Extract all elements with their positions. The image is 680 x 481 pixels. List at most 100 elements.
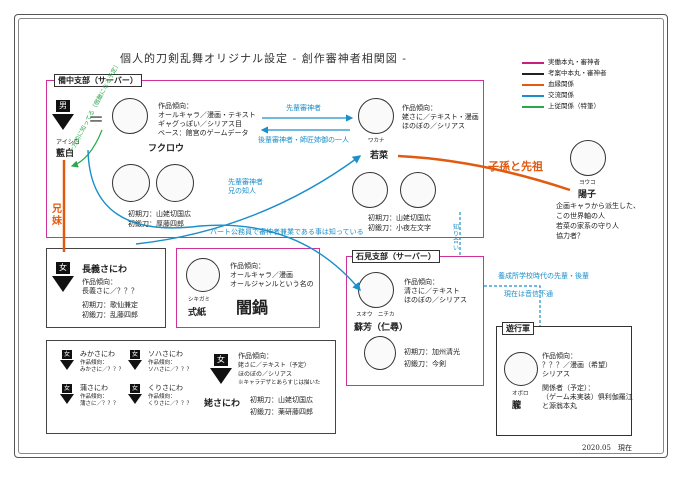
aishiro-partner-avatar (156, 164, 194, 202)
academy-relation-label: 養成所学校時代の先輩・後輩 (498, 272, 589, 280)
youko-line: 協力者？ (556, 232, 584, 240)
iwami-branch-label: 石見支部（サーバー） (352, 250, 440, 263)
oboro-avatar (504, 352, 538, 386)
fukurou-name: フクロウ (148, 144, 185, 154)
female-gender-icon: 女 (60, 384, 74, 404)
small-saniwa-heading: 作品傾向： (148, 394, 176, 400)
junior-label: 後輩審神者・師匠姉御の一人 (258, 136, 349, 144)
oboro-ruby: オボロ (512, 391, 529, 397)
wakana-partner-avatar (352, 172, 388, 208)
suou-initial-sword: 初期刀：加州清光 (404, 348, 460, 356)
legend: 実働本丸・審神者 考案中本丸・審神者 血縁関係 交流関係 上従関係（特筆） (522, 58, 652, 118)
aishiro-avatar (112, 164, 150, 202)
oboro-relation-line: （ゲーム未実装）俱利伽羅江 (542, 393, 633, 401)
shikigami-avatar (186, 258, 220, 292)
fukurou-line: オールキャラ／漫画・テキスト (158, 111, 256, 119)
suou-heading: 作品傾向： (404, 278, 439, 286)
shikigami-ruby: シキガミ (188, 297, 211, 303)
wakana-name: 若菜 (370, 151, 389, 161)
small-saniwa-heading: 作品傾向： (148, 360, 176, 366)
small-saniwa-heading: 作品傾向： (80, 360, 108, 366)
rival-arrow (70, 129, 103, 168)
date-stamp: 2020.05 現在 (582, 444, 632, 452)
nagayoshi-box (46, 248, 166, 328)
male-gender-icon: 男 (52, 100, 74, 130)
fukurou-heading: 作品傾向： (158, 102, 193, 110)
small-saniwa-heading: 作品傾向： (80, 394, 108, 400)
oboro-relation-heading: 関係者（予定）： (542, 384, 595, 392)
descendant-line (397, 154, 571, 192)
wakana-ruby: ワカナ (368, 138, 385, 144)
suou-partner-avatar (364, 336, 396, 370)
female-gender-icon: 女 (128, 384, 142, 404)
equal-sign: ＝ (88, 110, 105, 129)
female-gender-icon: 女 (52, 262, 74, 292)
small-saniwa-line: ソハさに／？？？ (148, 367, 193, 373)
wakana-initial-sword: 初期刀：山姥切国広 (368, 214, 431, 222)
bichu-branch-label: 備中支部（サーバー） (54, 74, 142, 87)
small-saniwa-name: みかさにわ (80, 350, 115, 358)
suou-ruby: スオウ (356, 312, 373, 318)
outer-frame (14, 14, 668, 458)
youko-line: 企画キャラから派生した、 (556, 202, 640, 210)
gotaku-initial-sword: 初期刀：山姥切国広 (250, 396, 313, 404)
acquaintance-label: 知り合い (453, 224, 460, 252)
part-time-label: バート公務員で審神者兼業である事は知っている (210, 228, 364, 236)
oboro-line: シリアス (542, 370, 570, 378)
fukurou-avatar (112, 98, 148, 134)
oboro-name: 朧 (512, 401, 522, 411)
youko-name: 陽子 (578, 190, 597, 200)
aishiro-initial-sword: 初期刀：山姥切国広 (128, 210, 191, 218)
wakana-line: ほのぼの／シリアス (402, 122, 465, 130)
senior-label: 先輩審神者 (286, 104, 321, 112)
small-saniwa-line: みかさに／？？？ (80, 367, 125, 373)
aishiro-name: 藍白 (56, 149, 75, 159)
shikigami-name: 式紙 (188, 308, 207, 318)
nagayoshi-heading: 作品傾向： (82, 278, 117, 286)
suou-line: ほのぼの／シリアス (404, 296, 467, 304)
small-saniwa-line: 蒲さに／？？？ (80, 401, 119, 407)
inner-frame (18, 18, 664, 454)
aishiro-initial-forge: 初鍛刀：厚藤四郎 (128, 220, 184, 228)
diagram-title: 個人的刀剣乱舞オリジナル設定 - 創作審神者相関図 - (120, 52, 407, 65)
oboro-line: ？？？／漫画（希望） (542, 361, 612, 369)
gotaku-line: 姥さに／テキスト（予定） (238, 362, 310, 369)
small-saniwa-name: くりさにわ (148, 384, 183, 392)
academy-line (484, 285, 541, 326)
nagayoshi-line: 長義さに／？？？ (82, 287, 138, 295)
wakana-initial-forge: 初鍛刀：小夜左文字 (368, 224, 431, 232)
gotaku-name: 姥さにわ (204, 399, 241, 409)
female-gender-icon: 女 (60, 350, 74, 370)
suou-initial-forge: 初鍛刀：今剣 (404, 360, 446, 368)
suou-name: 蘇芳（仁尋） (354, 323, 409, 333)
senior-label-2: 先輩審神者 (228, 178, 263, 186)
nagayoshi-name: 長義さにわ (82, 265, 128, 275)
small-saniwa-line: くりさに／？？？ (148, 401, 193, 407)
female-gender-icon: 女 (210, 354, 232, 384)
yukou-box (496, 326, 632, 436)
shikigami-big-word: 闇鍋 (236, 298, 269, 317)
sibling-label: 兄妹 (52, 204, 62, 227)
wakana-heading: 作品傾向： (402, 104, 437, 112)
gotaku-heading: 作品傾向： (238, 352, 273, 360)
wakana-avatar (358, 98, 394, 134)
small-saniwa-name: ソハさにわ (148, 350, 183, 358)
brother-acquaintance-arrow (135, 155, 362, 245)
shikigami-line: オールキャラ／漫画 (230, 271, 293, 279)
no-contact-label: 現在は音信不通 (504, 290, 553, 298)
fukurou-line: ギャグっぽい／シリアス目 (158, 120, 242, 128)
part-time-arrow (87, 149, 361, 292)
shikigami-line: オールジャンルという名の (230, 280, 314, 288)
youko-line: 若菜の家系の守り人 (556, 222, 619, 230)
shikigami-box (176, 248, 320, 328)
nagayoshi-initial-sword: 初期刀：歌仙兼定 (82, 301, 138, 309)
youko-ruby: ヨウコ (579, 180, 596, 186)
gotaku-line: ほのぼの／シリアス (238, 371, 293, 378)
shikigami-heading: 作品傾向： (230, 262, 265, 270)
gotaku-initial-forge: 初鍛刀：薬研藤四郎 (250, 408, 313, 416)
suou-line: 清さに／テキスト (404, 287, 460, 295)
yukou-label: 遊行軍 (502, 322, 534, 335)
oboro-relation-line: と源翁本丸 (542, 402, 577, 410)
